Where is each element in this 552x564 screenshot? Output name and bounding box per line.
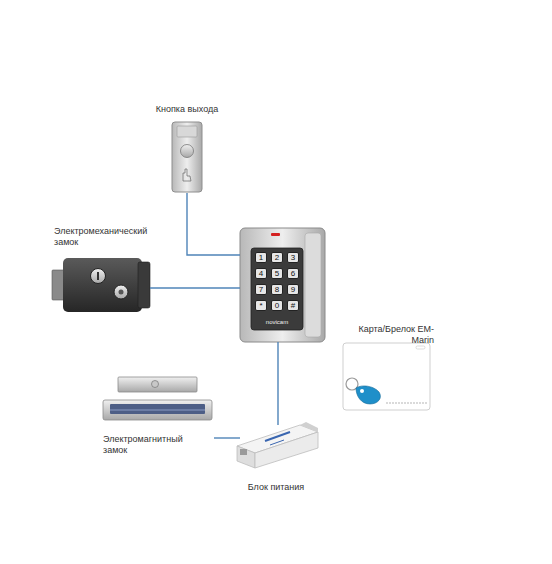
- electromagnetic-lock: Электромагнитный замок: [100, 376, 214, 456]
- controller-illustration: [240, 228, 325, 342]
- access-controller: 123 456 789 * 0 # novicam: [240, 228, 325, 342]
- keypad-key: 9: [287, 284, 299, 295]
- power-supply-illustration: [237, 422, 318, 468]
- exit-button: Кнопка выхода: [158, 104, 216, 193]
- keypad-key: 4: [255, 268, 267, 279]
- electromechanical-lock-illustration: [52, 258, 150, 312]
- device-caption: Электромеханический замок: [54, 226, 150, 248]
- device-caption: Кнопка выхода: [148, 104, 226, 115]
- card-keyfob: Карта/Брелок EM-Marin: [342, 324, 434, 412]
- keypad-key: *: [255, 300, 267, 311]
- electromagnetic-lock-illustration: [103, 377, 212, 420]
- keypad-key: 1: [255, 252, 267, 263]
- keypad-key: 7: [255, 284, 267, 295]
- device-caption: Карта/Брелок EM-Marin: [342, 324, 434, 346]
- keypad-key: 5: [271, 268, 283, 279]
- keypad-key: #: [287, 300, 299, 311]
- keypad-key: 8: [271, 284, 283, 295]
- wire-connector: [150, 287, 240, 288]
- device-caption: Электромагнитный замок: [103, 434, 183, 456]
- brand-label: novicam: [251, 319, 303, 326]
- wire-connector: [214, 437, 240, 438]
- keypad-key: 0: [271, 300, 283, 311]
- electromechanical-lock: Электромеханический замок: [52, 226, 150, 313]
- card-keyfob-illustration: [343, 343, 430, 410]
- keypad-key: 2: [271, 252, 283, 263]
- keypad-key: 6: [287, 268, 299, 279]
- wire-connector: [277, 342, 278, 425]
- keypad-key: 3: [287, 252, 299, 263]
- power-supply: Блок питания: [232, 425, 320, 495]
- exit-button-illustration: [172, 122, 202, 192]
- device-caption: Блок питания: [232, 482, 320, 493]
- wire-connector: [187, 193, 240, 255]
